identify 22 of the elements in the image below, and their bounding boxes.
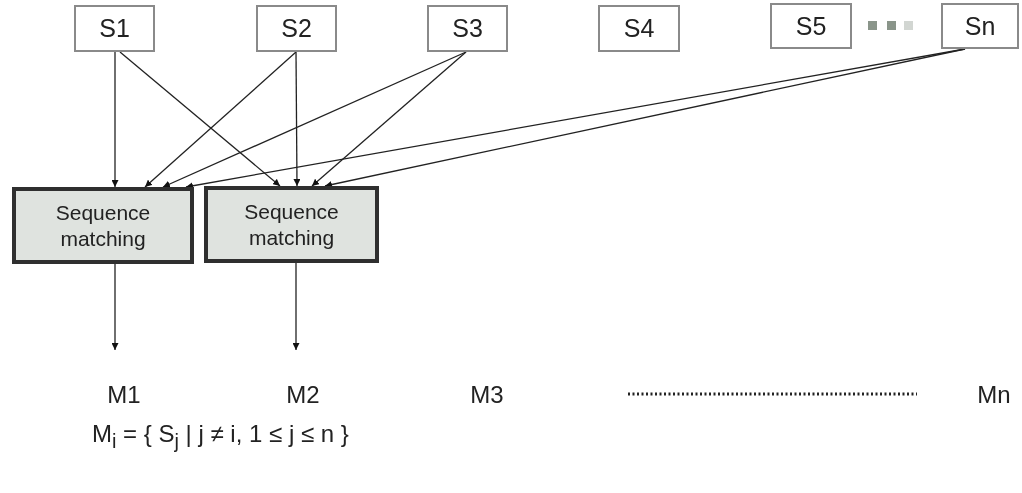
arrow (162, 51, 467, 188)
source-box: S5 (770, 3, 852, 49)
source-box: S2 (256, 5, 337, 52)
source-box: S4 (598, 5, 680, 52)
arrow (111, 51, 119, 188)
arrow (144, 51, 297, 188)
source-box: S3 (427, 5, 508, 52)
process-box: Sequence matching (204, 186, 379, 263)
output-label: M2 (273, 378, 333, 412)
process-box: Sequence matching (12, 187, 194, 264)
formula-text: M$_{i}$ = { S$_{j}$ | j ≠ i, 1 ≤ j ≤ n } (92, 420, 349, 453)
source-box: Sn (941, 3, 1019, 49)
arrow (293, 51, 301, 187)
arrow (119, 51, 281, 187)
arrow (111, 263, 119, 351)
output-label: Mn (968, 378, 1020, 412)
arrow (311, 51, 467, 187)
output-label: M1 (94, 378, 154, 412)
source-box: S1 (74, 5, 155, 52)
output-label: M3 (457, 378, 517, 412)
arrow (292, 262, 300, 351)
arrow (324, 48, 966, 188)
